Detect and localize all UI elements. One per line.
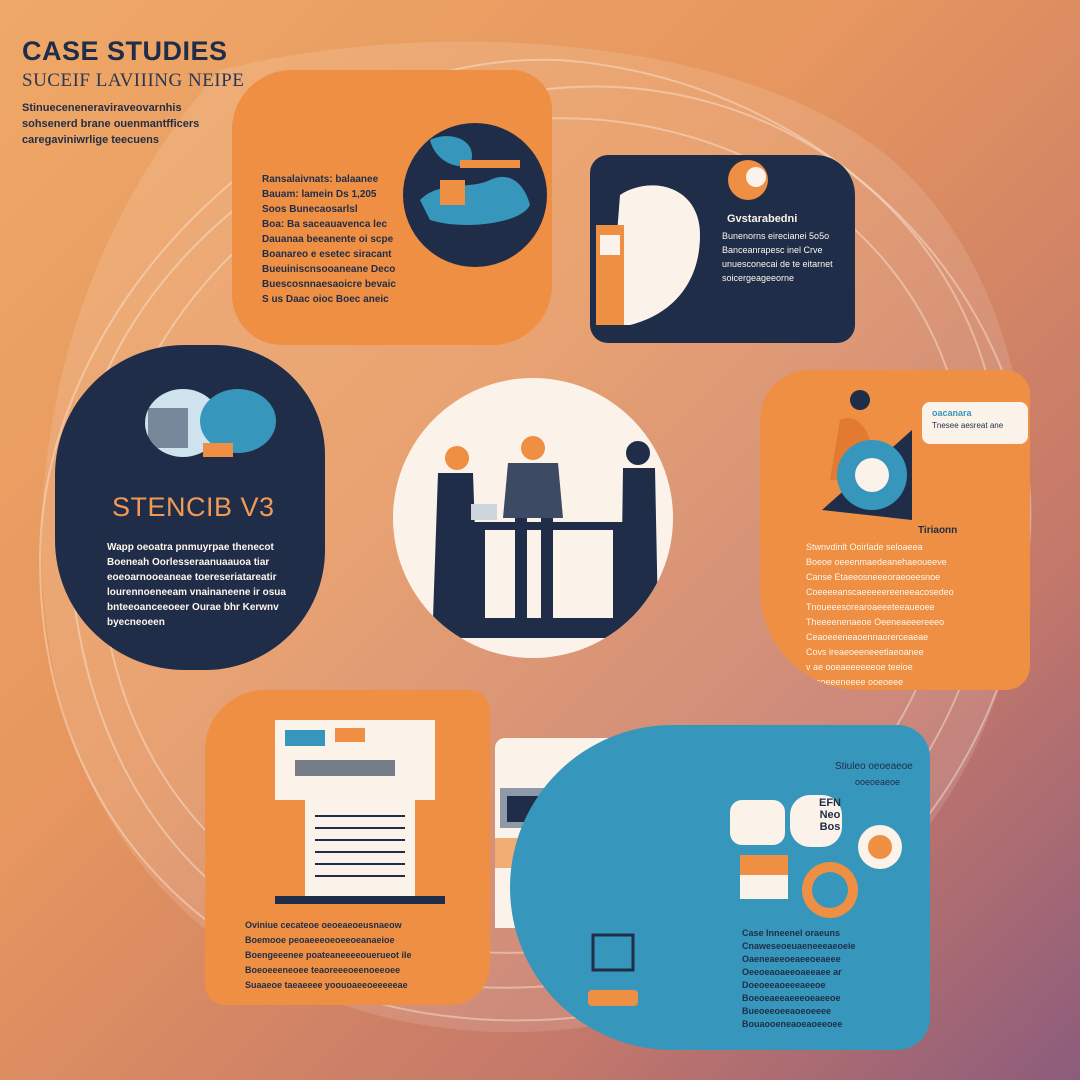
card-bottom-left-text: Oviniue cecateoe oeoeaeoeusnaeow Boemooe…	[245, 920, 412, 990]
illustration-shoe-icon	[403, 123, 547, 267]
illustration-building-icon	[145, 389, 276, 457]
case-card-bottom-right[interactable]: EFN Neo Bos Stiuleo oeoeaeoe ooeoeaeoe C…	[510, 725, 930, 1050]
card-top-right-label: Gvstarabedni	[727, 213, 798, 225]
illustration-document-icon	[275, 720, 445, 904]
illustration-device-icon	[596, 185, 700, 325]
page-title: CASE STUDIES	[22, 36, 228, 66]
page-description: Stinueceneneraviraveovarnhis sohsenerd b…	[22, 102, 200, 146]
card-top-right-text: Bunenorns eirecianei 5o5o Banceanrapesc …	[722, 231, 833, 283]
case-card-right[interactable]: oacanara Tnesee aesreat ane Tiriaonn Stw…	[760, 370, 1030, 690]
info-note: oacanara Tnesee aesreat ane	[922, 402, 1028, 444]
case-card-top-left[interactable]: Ransalaivnats: balaanee Bauam: lamein Ds…	[232, 70, 552, 345]
center-illustration	[393, 378, 673, 658]
team-meeting-icon	[413, 436, 663, 638]
page-subtitle: SUCEIF LAVIIING NEIPE	[22, 70, 245, 91]
case-card-bottom-left[interactable]: Oviniue cecateoe oeoeaeoeusnaeow Boemooe…	[205, 690, 490, 1005]
info-note-badge: oacanara	[932, 408, 972, 418]
card-bottom-right-label: Stiuleo oeoeaeoe	[835, 761, 913, 772]
avatar-icon	[728, 160, 768, 200]
case-card-left[interactable]: Wapp oeoatra pnmuyrpae thenecot Boeneah …	[55, 345, 325, 670]
illustration-icons-group	[730, 795, 902, 918]
card-bottom-right-label-2: ooeoeaeoe	[855, 777, 901, 787]
card-right-text: Stwnvdinlt Ooirlade seloaeea Boeoe oeeen…	[806, 542, 954, 687]
card-left-title: STENCIB V3	[112, 492, 275, 522]
info-note-text: Tnesee aesreat ane	[932, 421, 1004, 430]
card-left-text: Wapp oeoatra pnmuyrpae thenecot Boeneah …	[107, 542, 286, 628]
speech-bubble-icon	[822, 430, 912, 520]
card-top-left-text: Ransalaivnats: balaanee Bauam: lamein Ds…	[262, 174, 396, 305]
monitor-icon	[588, 933, 638, 1006]
bottom-right-icon-text: EFN Neo Bos	[819, 797, 841, 833]
case-card-top-right[interactable]: Gvstarabedni Bunenorns eirecianei 5o5o B…	[590, 155, 855, 343]
card-right-label: Tiriaonn	[918, 525, 958, 536]
card-bottom-right-text: Case lnneenel oraeuns Cnaweseoeuaeneeeae…	[742, 928, 856, 1029]
